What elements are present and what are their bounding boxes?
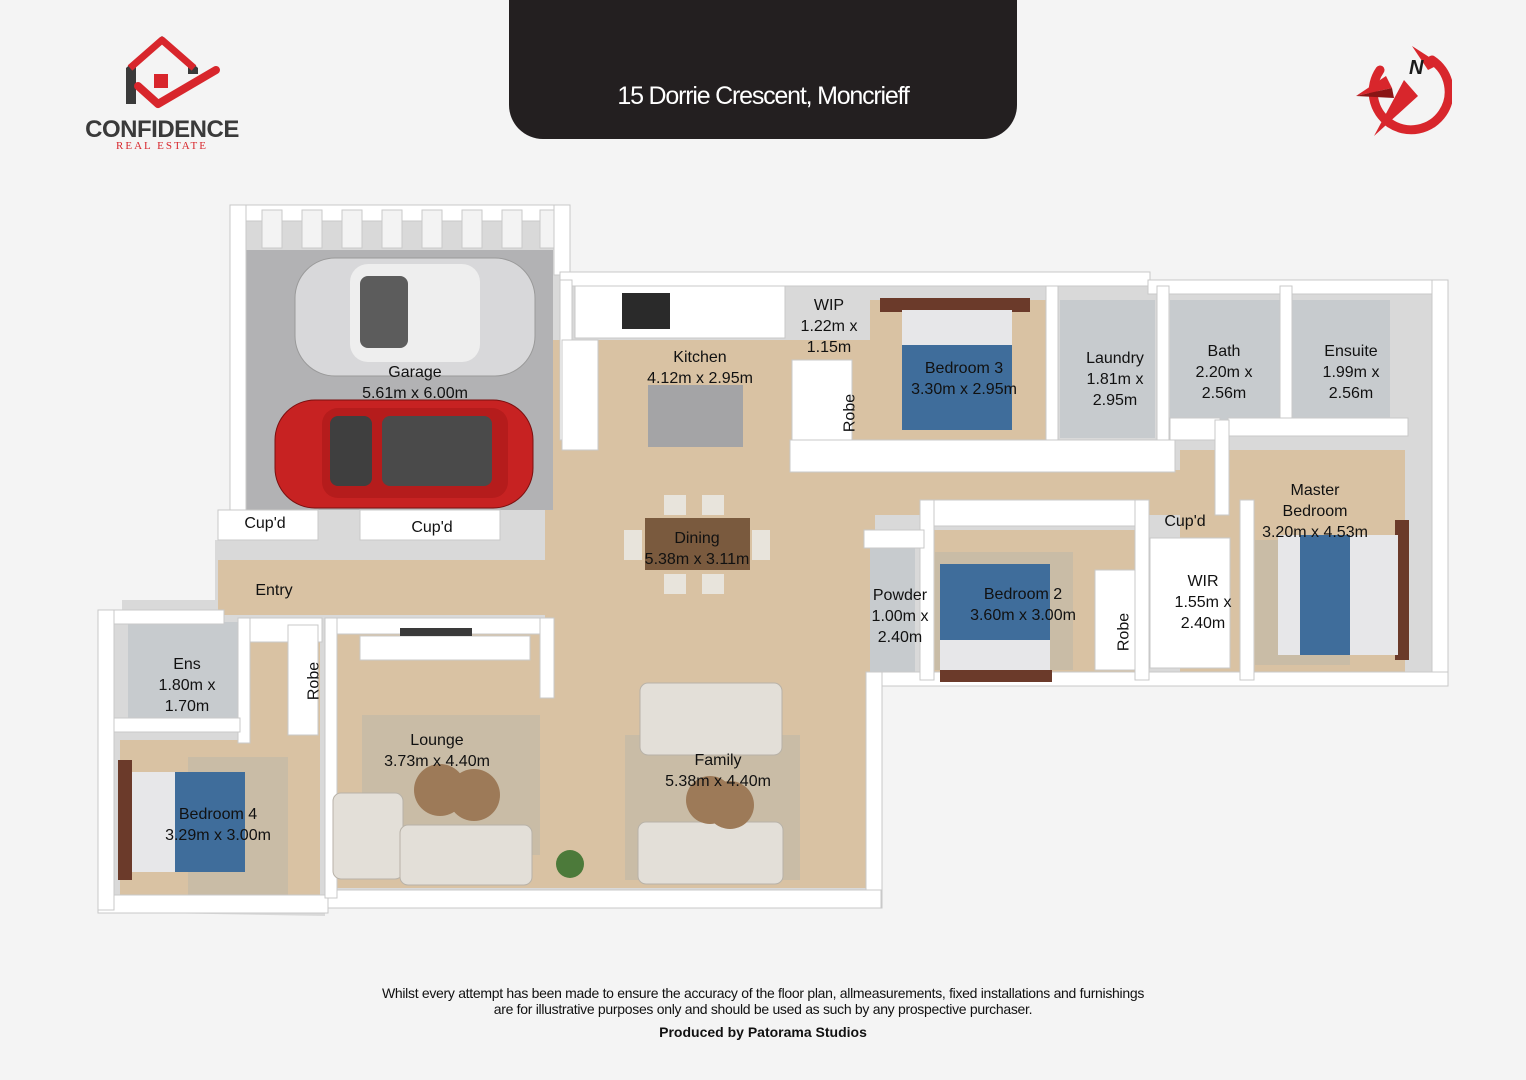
laundry-name: Laundry <box>1086 350 1144 367</box>
ens-label: Ens 1.80m x 1.70m <box>159 654 216 717</box>
bedroom4-label: Bedroom 4 3.29m x 3.00m <box>165 804 271 846</box>
family-size: 5.38m x 4.40m <box>665 773 771 790</box>
header-bar: 15 Dorrie Crescent, Moncrieff <box>509 0 1017 139</box>
master-bed <box>1278 520 1409 660</box>
wir-size-b: 2.40m <box>1180 615 1226 632</box>
wip-label: WIP 1.22m x 1.15m <box>801 295 858 358</box>
cupd-1-label: Cup'd <box>244 515 286 532</box>
powder-size-b: 2.40m <box>877 629 923 646</box>
ensuite-size-a: 1.99m x <box>1322 364 1380 381</box>
master-name-a: Master <box>1290 482 1340 499</box>
bedroom3-name: Bedroom 3 <box>924 360 1004 377</box>
credit: Produced by Patorama Studios <box>659 1024 867 1040</box>
cupd-2-label: Cup'd <box>411 519 453 536</box>
robe-1-label: Robe <box>841 393 859 433</box>
disclaimer-line-1: Whilst every attempt has been made to en… <box>381 985 1145 1001</box>
silver-car <box>294 257 536 377</box>
cupd-3-label: Cup'd <box>1164 513 1206 530</box>
bedroom2-label: Bedroom 2 3.60m x 3.00m <box>970 584 1076 626</box>
floor-plan <box>97 204 1449 916</box>
powder-name: Powder <box>872 587 928 604</box>
house-check-icon <box>126 36 220 108</box>
dining-size: 5.38m x 3.11m <box>644 551 750 568</box>
garage-label: Garage 5.61m x 6.00m <box>362 362 468 404</box>
ensuite-name: Ensuite <box>1324 343 1378 360</box>
entry-label: Entry <box>255 582 293 599</box>
ensuite-size-b: 2.56m <box>1328 385 1374 402</box>
lounge-name: Lounge <box>410 732 464 749</box>
north-compass-icon: N <box>1356 46 1454 136</box>
powder-label: Powder 1.00m x 2.40m <box>872 585 929 648</box>
laundry-label: Laundry 1.81m x 2.95m <box>1086 348 1144 411</box>
bed-2 <box>940 564 1052 682</box>
brand-tagline: REAL ESTATE <box>116 140 208 152</box>
bath-name: Bath <box>1207 343 1241 360</box>
bed-3 <box>880 298 1030 430</box>
bath-label: Bath 2.20m x 2.56m <box>1196 341 1253 404</box>
master-size: 3.20m x 4.53m <box>1262 524 1368 541</box>
wir-label: WIR 1.55m x 2.40m <box>1175 571 1232 634</box>
laundry-size-a: 1.81m x <box>1086 371 1144 388</box>
bedroom2-name: Bedroom 2 <box>983 586 1063 603</box>
master-name-b: Bedroom <box>1282 503 1348 520</box>
brand-name: CONFIDENCE <box>85 116 239 143</box>
brand-logo: CONFIDENCE REAL ESTATE <box>66 28 258 158</box>
lounge-size: 3.73m x 4.40m <box>384 753 490 770</box>
wir-name: WIR <box>1187 573 1219 590</box>
bedroom2-size: 3.60m x 3.00m <box>970 607 1076 624</box>
wir-size-a: 1.55m x <box>1174 594 1232 611</box>
garage-size: 5.61m x 6.00m <box>362 385 468 402</box>
garage-name: Garage <box>388 364 442 381</box>
robe-2-label: Robe <box>1115 612 1133 652</box>
bedroom3-size: 3.30m x 2.95m <box>911 381 1017 398</box>
red-car <box>274 399 534 509</box>
wip-size-b: 1.15m <box>806 339 852 356</box>
wip-name: WIP <box>813 297 845 314</box>
family-name: Family <box>694 752 742 769</box>
bath-size-a: 2.20m x <box>1195 364 1253 381</box>
ens-name: Ens <box>173 656 201 673</box>
bedroom4-name: Bedroom 4 <box>178 806 258 823</box>
bath-size-b: 2.56m <box>1201 385 1247 402</box>
ens-size-b: 1.70m <box>164 698 210 715</box>
wip-size-a: 1.22m x <box>800 318 858 335</box>
lounge-label: Lounge 3.73m x 4.40m <box>384 730 490 772</box>
disclaimer-line-2: are for illustrative purposes only and s… <box>493 1001 1033 1017</box>
bedroom4-size: 3.29m x 3.00m <box>165 827 271 844</box>
address-title: 15 Dorrie Crescent, Moncrieff <box>617 82 909 110</box>
bedroom3-label: Bedroom 3 3.30m x 2.95m <box>911 358 1017 400</box>
laundry-size-b: 2.95m <box>1092 392 1138 409</box>
dining-name: Dining <box>674 530 720 547</box>
kitchen-size: 4.12m x 2.95m <box>647 370 753 387</box>
robe-3-label: Robe <box>305 661 323 701</box>
compass: N <box>1352 40 1454 140</box>
master-label: Master Bedroom 3.20m x 4.53m <box>1262 480 1368 543</box>
ensuite-label: Ensuite 1.99m x 2.56m <box>1323 341 1380 404</box>
ens-size-a: 1.80m x <box>158 677 216 694</box>
bed-4 <box>118 760 245 880</box>
powder-size-a: 1.00m x <box>871 608 929 625</box>
kitchen-name: Kitchen <box>673 349 727 366</box>
family-label: Family 5.38m x 4.40m <box>665 750 771 792</box>
disclaimer: Whilst every attempt has been made to en… <box>0 985 1526 1017</box>
kitchen-label: Kitchen 4.12m x 2.95m <box>647 347 753 389</box>
compass-letter: N <box>1409 57 1424 79</box>
dining-label: Dining 5.38m x 3.11m <box>645 528 750 570</box>
